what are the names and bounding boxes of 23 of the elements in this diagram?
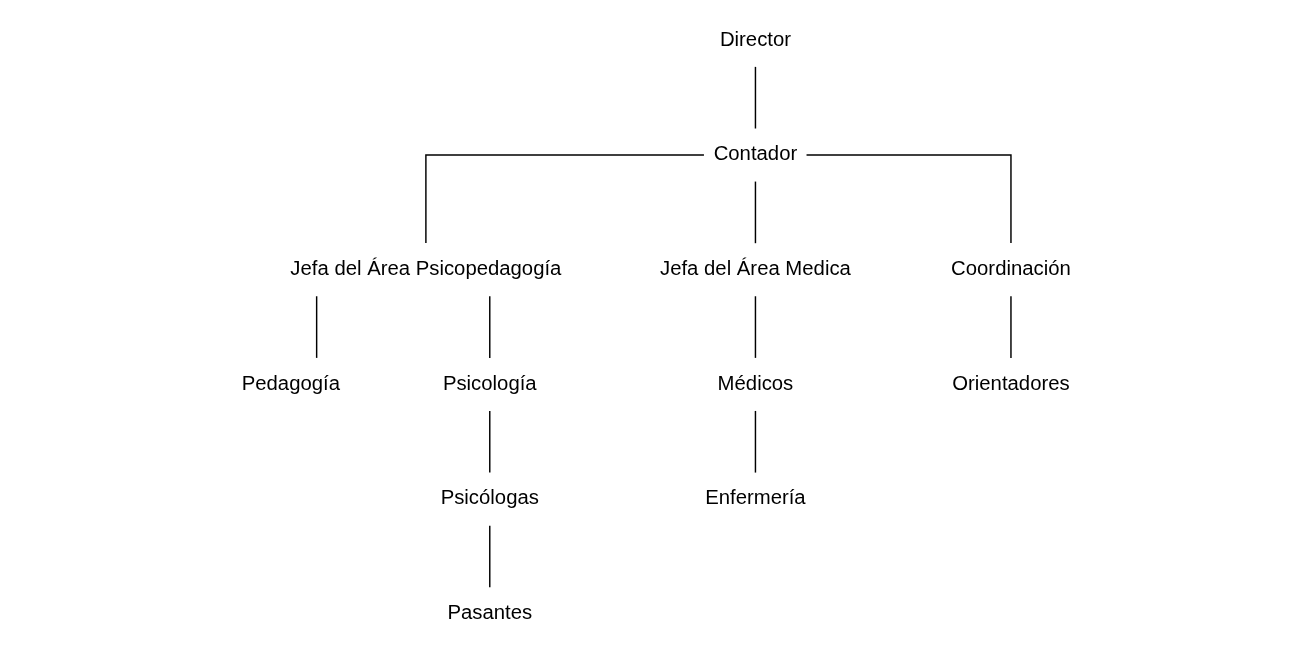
connector xyxy=(315,295,317,359)
node-text: Psicólogas xyxy=(440,486,539,509)
connector xyxy=(1009,295,1012,359)
connector xyxy=(488,524,490,588)
node-text: Contador xyxy=(713,142,797,165)
node-text: Pedagogía xyxy=(241,371,340,394)
node-text: Coordinación xyxy=(950,257,1071,280)
connector xyxy=(754,410,756,474)
node-text: Enfermería xyxy=(704,486,806,509)
connector xyxy=(754,66,756,130)
node-text: Psicología xyxy=(442,371,537,394)
node-text: Orientadores xyxy=(951,371,1070,394)
node-text: Jefa del Área Psicopedagogía xyxy=(289,257,561,280)
node-text: Pasantes xyxy=(446,601,532,624)
node-text: Director xyxy=(719,27,791,50)
connector xyxy=(805,154,1012,244)
connector xyxy=(754,295,756,359)
connector xyxy=(424,154,705,244)
connector xyxy=(488,295,490,359)
connector xyxy=(754,180,756,244)
node-text: Médicos xyxy=(717,371,793,394)
node-text: Jefa del Área Medica xyxy=(659,257,851,280)
connector xyxy=(488,410,490,474)
